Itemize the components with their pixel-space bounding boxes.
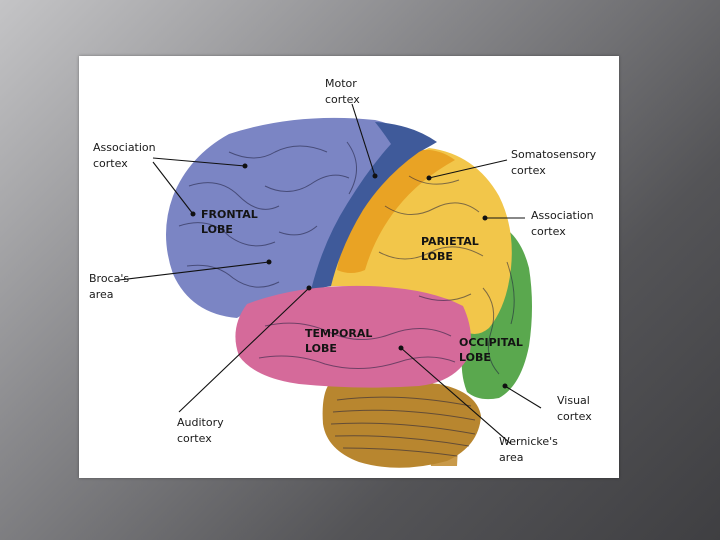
- label-association-cortex-left: Association cortex: [93, 141, 159, 170]
- cortex-folds: [178, 141, 515, 375]
- leader-lines: [118, 103, 542, 445]
- somatosensory-cortex-region: [337, 149, 455, 273]
- label-frontal-lobe: FRONTAL LOBE: [201, 208, 262, 236]
- label-visual-cortex: Visual cortex: [557, 394, 593, 423]
- cerebellum-folds: [330, 396, 476, 457]
- label-brocas-area: Broca's area: [89, 272, 133, 301]
- label-parietal-lobe: PARIETAL LOBE: [421, 235, 483, 263]
- label-motor-cortex: Motor cortex: [325, 77, 360, 106]
- label-wernickes-area: Wernicke's area: [499, 435, 561, 464]
- label-association-cortex-right: Association cortex: [531, 209, 597, 238]
- label-occipital-lobe: OCCIPITAL LOBE: [459, 336, 527, 364]
- motor-cortex-region: [311, 122, 437, 290]
- label-somatosensory-cortex: Somatosensory cortex: [511, 148, 600, 177]
- label-temporal-lobe: TEMPORAL LOBE: [305, 327, 376, 355]
- slide-panel: Motor cortex Association cortex Somatose…: [79, 56, 619, 478]
- leader-dots: [190, 163, 508, 389]
- label-auditory-cortex: Auditory cortex: [177, 416, 227, 445]
- temporal-lobe-region: [235, 285, 471, 388]
- frontal-lobe-region: [166, 117, 411, 318]
- brain-diagram: Motor cortex Association cortex Somatose…: [89, 77, 600, 468]
